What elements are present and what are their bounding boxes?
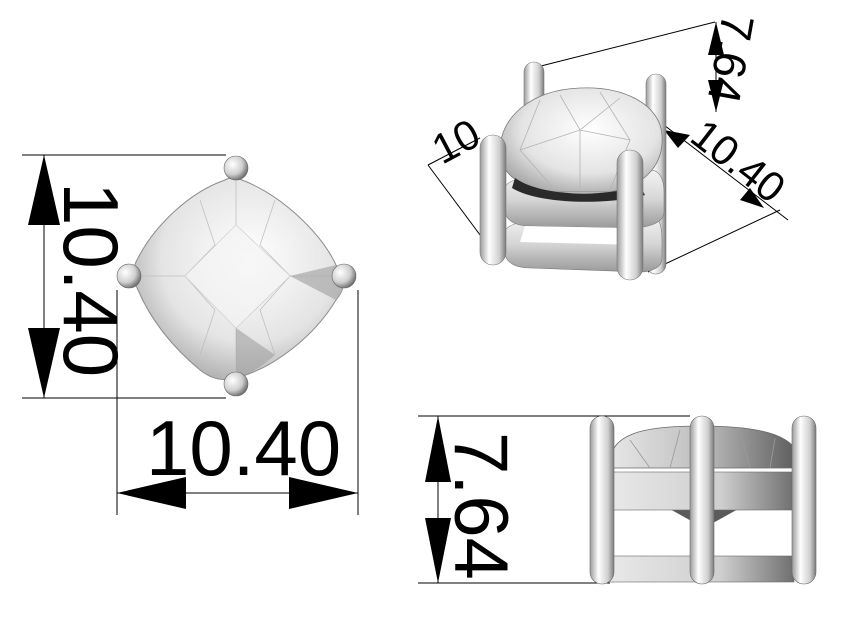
top-width-dimension: 10.40 <box>116 290 359 515</box>
prong-bead-top <box>223 155 249 181</box>
front-gem-facets <box>629 429 776 469</box>
top-view: 10.40 10.40 <box>22 154 359 515</box>
front-height-label: 7.64 <box>438 432 523 580</box>
gem-table-facet <box>185 225 290 328</box>
iso-prong-front-left <box>479 134 507 266</box>
iso-height-label: 7.64 <box>698 10 765 107</box>
front-view: 7.64 <box>418 415 817 585</box>
iso-view: 7.64 10.40 10 <box>424 10 794 281</box>
top-height-label: 10.40 <box>47 182 135 377</box>
prong-bead-left <box>116 263 142 289</box>
iso-band-gap <box>520 226 640 245</box>
prong-bead-right <box>331 263 357 289</box>
iso-depth-label: 10 <box>424 110 487 173</box>
front-prong-right <box>791 415 817 585</box>
top-width-label: 10.40 <box>146 404 341 492</box>
gem-shadow-facet <box>290 265 344 300</box>
iso-prong-front-right <box>616 149 644 281</box>
front-prong-middle <box>689 415 715 585</box>
iso-width-label: 10.40 <box>682 110 794 212</box>
iso-gem-girdle-shadow <box>512 178 645 202</box>
iso-gem-facets <box>519 91 631 191</box>
prong-bead-bottom <box>223 371 249 397</box>
top-height-dimension: 10.40 <box>22 154 226 399</box>
front-prong-left <box>589 415 615 585</box>
gem-shadow-facet-2 <box>236 328 275 378</box>
